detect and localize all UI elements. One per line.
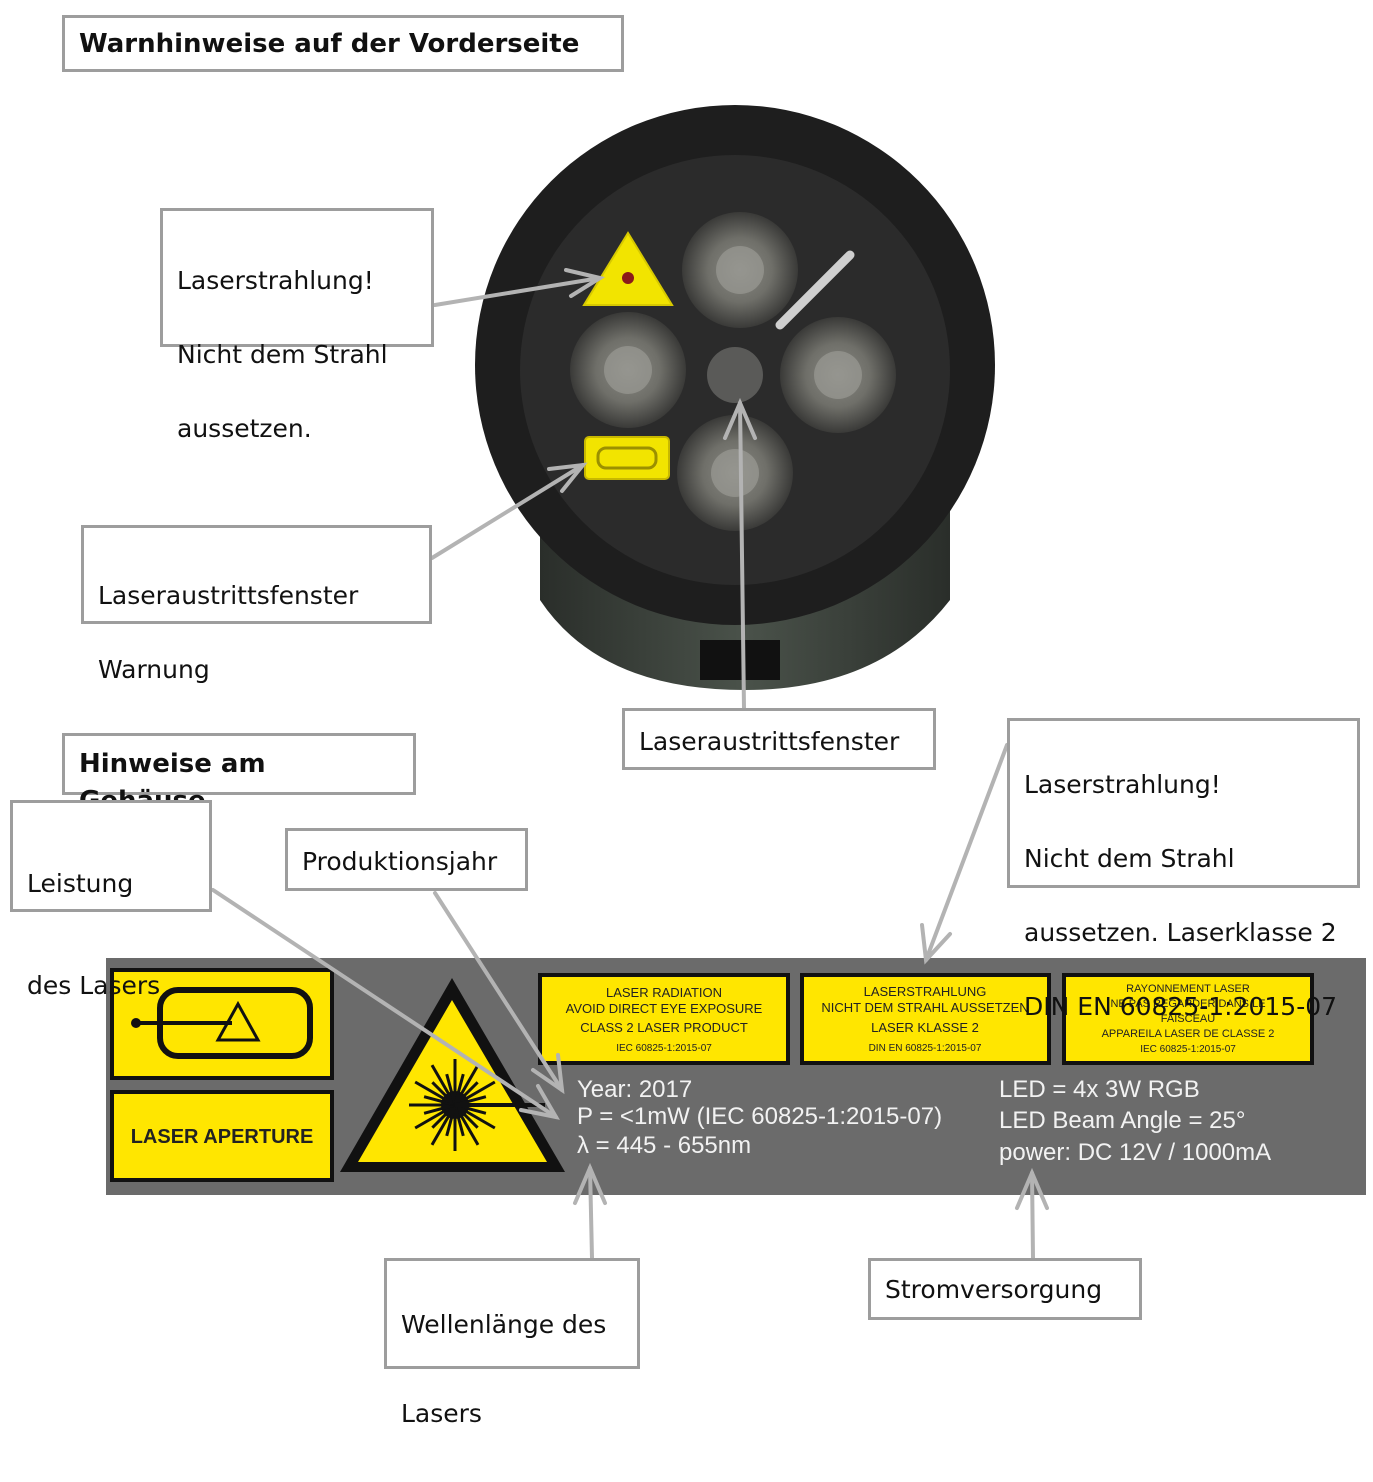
callout-power-supply: Stromversorgung (868, 1258, 1142, 1320)
led-lens-right (780, 317, 896, 433)
leader-front-radiation (433, 268, 606, 307)
aperture-pictogram (110, 968, 334, 1080)
spec-wavelength: λ = 445 - 655nm (577, 1132, 751, 1159)
label-plate: LASER APERTURE LASER RADIATION AVOID DIR… (106, 958, 1366, 1195)
housing-section-title: Hinweise am Gehäuse (62, 733, 416, 816)
leader-wavelength (573, 1162, 607, 1260)
laser-aperture-sticker (584, 436, 670, 480)
sign-de-line-4: DIN EN 60825-1:2015-07 (869, 1043, 982, 1054)
sign-en-line-3: CLASS 2 LASER PRODUCT (580, 1020, 748, 1035)
sign-fr-line-1: RAYONNEMENT LASER (1126, 983, 1250, 995)
sign-de-line-3: LASER KLASSE 2 (871, 1020, 979, 1035)
callout-wavelength-line-2: Lasers (401, 1399, 482, 1428)
laser-warning-triangle-sticker (582, 231, 674, 306)
callout-housing-radiation-line-1: Laserstrahlung! (1024, 770, 1221, 799)
sign-de-line-2: NICHT DEM STRAHL AUSSETZEN (821, 1000, 1028, 1015)
leader-housing-radiation (920, 743, 1009, 965)
spec-power-supply: power: DC 12V / 1000mA (999, 1139, 1271, 1166)
callout-laser-power-line-2: des Lasers (27, 971, 161, 1000)
callout-laser-power-line-1: Leistung (27, 869, 134, 898)
sign-fr-line-4: APPAREILA LASER DE CLASSE 2 (1102, 1028, 1275, 1040)
warning-sign-fr: RAYONNEMENT LASER NE PAS REGARDER DANS L… (1062, 973, 1314, 1065)
sign-de-line-1: LASERSTRAHLUNG (864, 984, 987, 999)
spec-beam-angle: LED Beam Angle = 25° (999, 1107, 1245, 1134)
leader-production-year (433, 891, 565, 1095)
led-lens-left (570, 312, 686, 428)
callout-wavelength: Wellenlänge des Lasers (384, 1258, 640, 1428)
aperture-label-sign: LASER APERTURE (110, 1090, 334, 1182)
leader-power-supply (1015, 1167, 1049, 1260)
callout-aperture-warning: Laseraustrittsfenster Warnung (81, 525, 432, 684)
sign-fr-line-3: FAISCEAU (1161, 1013, 1215, 1025)
callout-front-radiation-line-2: Nicht dem Strahl (177, 340, 388, 369)
device-photo (475, 105, 995, 690)
callout-wavelength-line-1: Wellenlänge des (401, 1310, 607, 1339)
sign-en-line-1: LASER RADIATION (606, 985, 722, 1000)
callout-aperture-warning-line-1: Laseraustrittsfenster (98, 581, 359, 610)
led-lens-top (682, 212, 798, 328)
device-connector (700, 640, 780, 680)
callout-aperture-warning-line-2: Warnung (98, 655, 210, 684)
spec-power: P = <1mW (IEC 60825-1:2015-07) (577, 1103, 942, 1130)
leader-aperture-warning (430, 462, 588, 560)
leader-aperture-window (723, 397, 757, 710)
callout-leaders (211, 268, 1049, 1260)
laser-starburst-icon (409, 1059, 545, 1151)
sign-en-line-2: AVOID DIRECT EYE EXPOSURE (566, 1001, 763, 1016)
callout-housing-radiation-line-2: Nicht dem Strahl (1024, 844, 1235, 873)
callout-front-radiation-line-1: Laserstrahlung! (177, 266, 374, 295)
spec-led: LED = 4x 3W RGB (999, 1076, 1200, 1103)
callout-housing-radiation-line-4: DIN EN 60825-1:2015-07 (1024, 992, 1338, 1021)
warning-sign-de: LASERSTRAHLUNG NICHT DEM STRAHL AUSSETZE… (800, 973, 1051, 1065)
callout-aperture-window: Laseraustrittsfenster (622, 708, 936, 770)
led-lens-bottom (677, 415, 793, 531)
diagram-graphics: LASER APERTURE LASER RADIATION AVOID DIR… (106, 105, 1366, 1260)
callout-production-year: Produktionsjahr (285, 828, 528, 891)
sign-fr-line-5: IEC 60825-1:2015-07 (1140, 1044, 1236, 1055)
laser-hazard-triangle-icon (340, 978, 565, 1172)
callout-front-radiation-line-3: aussetzen. (177, 414, 312, 443)
sign-fr-line-2: NE PAS REGARDER DANS LE (1110, 998, 1265, 1010)
callout-front-radiation-warning: Laserstrahlung! Nicht dem Strahl aussetz… (160, 208, 434, 443)
sign-en-line-4: IEC 60825-1:2015-07 (616, 1043, 712, 1054)
laser-aperture-window (707, 347, 763, 403)
leader-laser-power (211, 888, 560, 1120)
warning-sign-en: LASER RADIATION AVOID DIRECT EYE EXPOSUR… (538, 973, 790, 1065)
callout-laser-power: Leistung des Lasers (10, 800, 212, 1000)
front-section-title: Warnhinweise auf der Vorderseite (62, 15, 624, 72)
aperture-label-text: LASER APERTURE (131, 1126, 314, 1148)
callout-housing-radiation-warning: Laserstrahlung! Nicht dem Strahl aussetz… (1007, 718, 1360, 1021)
device-screw-glint (775, 250, 855, 330)
spec-year: Year: 2017 (577, 1076, 692, 1103)
callout-housing-radiation-line-3: aussetzen. Laserklasse 2 (1024, 918, 1337, 947)
